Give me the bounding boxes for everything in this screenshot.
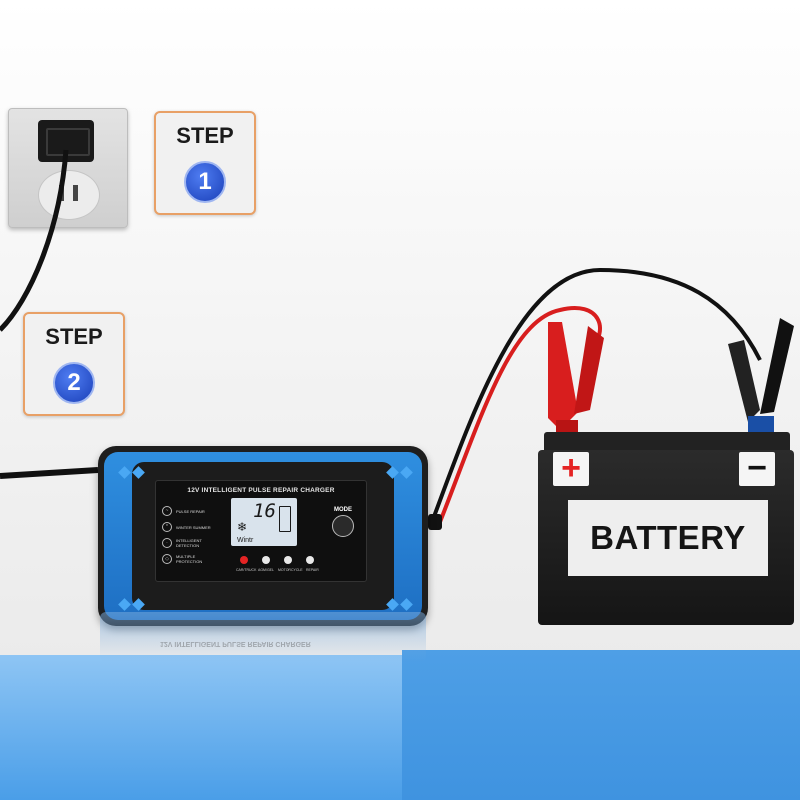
battery-label: BATTERY	[590, 519, 746, 556]
mode-list: ~ PULSE REPAIR * WINTER SUMMER · INTELLIGEN…	[162, 503, 218, 567]
charger-input-cord	[0, 467, 99, 479]
indicator-label: CAR/TRUCK	[236, 568, 257, 572]
mode-button[interactable]: MODE	[326, 507, 360, 537]
positive-clamp	[548, 322, 604, 440]
mode-button-label: MODE	[334, 507, 352, 513]
mode-item: ~ PULSE REPAIR	[162, 503, 218, 519]
indicator-led	[284, 556, 292, 564]
indicator-label: MOTORCYCLE	[278, 568, 303, 572]
mode-item: * WINTER SUMMER	[162, 519, 218, 535]
negative-clamp	[728, 318, 794, 438]
mode-label: MULTIPLE PROTECTION	[176, 554, 203, 564]
indicator-leds: CAR/TRUCK AGM/GEL MOTORCYCLE REPAIR	[236, 556, 326, 576]
lcd-mode-text: Wintr	[237, 537, 254, 544]
lcd-digits: 16	[253, 500, 276, 522]
outlet-socket	[38, 170, 100, 220]
negative-terminal-icon: −	[739, 451, 775, 486]
indicator-led	[240, 556, 248, 564]
step-1-badge: STEP 1	[154, 111, 256, 215]
positive-cable	[438, 306, 602, 523]
lcd-display: 16 ❄ Wintr	[231, 498, 297, 546]
positive-terminal-icon: +	[553, 451, 589, 486]
snowflake-icon: *	[162, 522, 172, 532]
power-cord	[0, 149, 69, 332]
step-2-label: STEP	[45, 324, 103, 349]
touch-button-icon	[332, 515, 354, 537]
mode-item: · INTELLIGENT DETECTION	[162, 535, 218, 551]
reflection-text: 12V INTELLIGENT PULSE REPAIR CHARGER	[160, 640, 311, 647]
indicator-led	[306, 556, 314, 564]
mode-label: INTELLIGENT DETECTION	[176, 538, 202, 548]
battery-level-icon	[279, 506, 291, 532]
floor-right	[402, 650, 800, 800]
indicator-label: REPAIR	[306, 568, 319, 572]
indicator-label: AGM/GEL	[258, 568, 274, 572]
mode-label: WINTER SUMMER	[176, 524, 211, 530]
step-2-number: 2	[53, 362, 95, 404]
pulse-icon: ~	[162, 506, 172, 516]
charger-reflection: 12V INTELLIGENT PULSE REPAIR CHARGER	[100, 612, 426, 662]
shield-icon: ◇	[162, 554, 172, 564]
negative-cable	[430, 267, 762, 523]
indicator-led	[262, 556, 270, 564]
step-1-label: STEP	[176, 123, 234, 148]
mode-label: PULSE REPAIR	[176, 508, 205, 514]
charger-panel-title: 12V INTELLIGENT PULSE REPAIR CHARGER	[187, 487, 335, 494]
battery-label-plate: BATTERY	[568, 500, 768, 576]
step-2-badge: STEP 2	[23, 312, 125, 416]
charger-output-grommet	[428, 514, 442, 530]
floor-left	[0, 655, 402, 800]
charger-control-panel: 12V INTELLIGENT PULSE REPAIR CHARGER ~ PU…	[155, 480, 367, 582]
chip-icon: ·	[162, 538, 172, 548]
snowflake-icon: ❄	[237, 520, 248, 534]
step-1-number: 1	[184, 161, 226, 203]
mode-item: ◇ MULTIPLE PROTECTION	[162, 551, 218, 567]
